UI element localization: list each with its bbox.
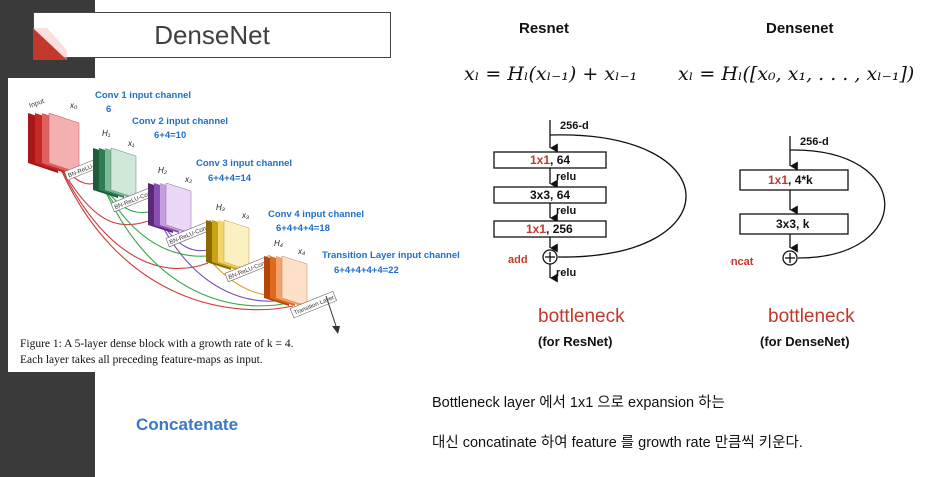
h1-label: H₁ [102, 129, 111, 138]
slide-title: DenseNet [154, 20, 270, 50]
concatenate-label: Concatenate [136, 415, 239, 434]
annot-2-title: Conv 2 input channel [132, 116, 229, 127]
skip-connections [55, 157, 294, 311]
input-label: Input [28, 98, 45, 110]
title-box: DenseNet [33, 12, 391, 58]
densenet-formula: xₗ = Hₗ([x₀, x₁, . . . , xₗ₋₁]) [678, 63, 915, 85]
x0-label: x₀ [69, 101, 78, 110]
figure-caption-line2: Each layer takes all preceding feature-m… [20, 354, 263, 366]
transition-arrow [325, 295, 337, 327]
annot-2-value: 6+4=10 [154, 130, 187, 141]
resnet-skip-path [549, 134, 687, 258]
densenet-box-1 [739, 169, 849, 191]
annot-5-value: 6+4+4+4+4=22 [334, 265, 399, 276]
svg-text:3x3, k: 3x3, k [776, 217, 810, 231]
densenet-bottleneck-subtitle: (for DenseNet) [760, 334, 850, 349]
resnet-bottleneck-subtitle: (for ResNet) [538, 334, 613, 349]
input-block: Input x₀ [28, 98, 80, 174]
resnet-add-label: add [508, 254, 528, 266]
layer3-block: H₃ x₃ [206, 203, 250, 271]
note-line-1: Bottleneck layer 에서 1x1 으로 expansion 하는 [432, 395, 725, 411]
resnet-formula: xₗ = Hₗ(xₗ₋₁) + xₗ₋₁ [464, 63, 638, 85]
resnet-relu-1: relu [556, 171, 576, 183]
resnet-relu-2: relu [556, 205, 576, 217]
annot-4-title: Conv 4 input channel [268, 209, 365, 220]
dense-block-figure: Input x₀ BN-ReLU-Conv H₁ x₁ BN-ReLU-Conv… [8, 78, 478, 372]
h3-label: H₃ [216, 203, 225, 212]
x1-label: x₁ [127, 139, 135, 148]
h2-label: H₂ [158, 166, 167, 175]
dense-block-diagram: Input x₀ BN-ReLU-Conv H₁ x₁ BN-ReLU-Conv… [28, 98, 340, 334]
x3-label: x₃ [241, 211, 249, 220]
svg-text:1x1, 4*k: 1x1, 4*k [768, 173, 813, 187]
annot-5-title: Transition Layer input channel [322, 250, 460, 261]
x2-label: x₂ [184, 175, 192, 184]
title-accent-triangle [33, 28, 67, 60]
densenet-input-label: 256-d [800, 136, 829, 148]
annot-3-title: Conv 3 input channel [196, 158, 293, 169]
layer4-block: H₄ x₄ [264, 239, 308, 307]
resnet-heading: Resnet [519, 20, 570, 37]
figure-caption-line1: Figure 1: A 5-layer dense block with a g… [20, 338, 294, 350]
note-line-2: 대신 concatinate 하여 feature 를 growth rate … [432, 435, 803, 451]
densenet-skip-path [789, 149, 886, 259]
svg-text:1x1, 64: 1x1, 64 [530, 153, 570, 167]
annot-3-value: 6+4+4=14 [208, 173, 252, 184]
svg-text:1x1, 256: 1x1, 256 [526, 222, 573, 236]
annot-4-value: 6+4+4+4=18 [276, 223, 330, 234]
svg-text:3x3, 64: 3x3, 64 [530, 188, 570, 202]
densenet-bottleneck-title: bottleneck [768, 306, 855, 327]
h4-label: H₄ [274, 239, 283, 248]
resnet-relu-3: relu [556, 267, 576, 279]
layer2-block: H₂ x₂ [148, 166, 192, 234]
densenet-concat-label: concat [730, 256, 754, 268]
densenet-bottleneck-diagram: 256-d 1x1, 4*k 3x3, k concat [730, 136, 886, 268]
resnet-input-label: 256-d [560, 120, 589, 132]
layer1-block: H₁ x₁ [93, 129, 137, 199]
annot-1-title: Conv 1 input channel [95, 90, 192, 101]
x4-label: x₄ [297, 247, 305, 256]
annot-1-value: 6 [106, 104, 112, 115]
densenet-heading: Densenet [766, 20, 834, 37]
resnet-bottleneck-diagram: 256-d 1x1, 64 relu 3x3, 64 relu 1x1, 256… [493, 120, 687, 283]
densenet-box-2 [739, 213, 849, 235]
resnet-bottleneck-title: bottleneck [538, 306, 625, 327]
